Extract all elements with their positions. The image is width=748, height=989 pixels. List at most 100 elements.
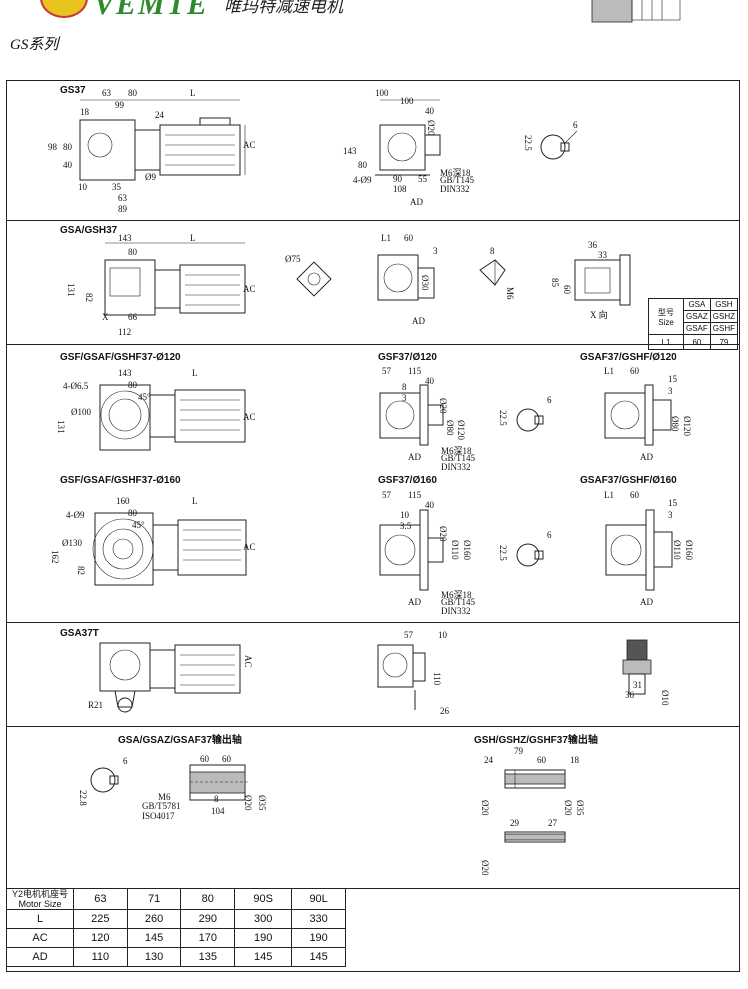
dim-label: Ø20 [243,795,253,811]
motor-cell: 145 [291,947,346,967]
dim-label: Ø120 [682,416,692,436]
dim-label: 3 [402,393,407,403]
dim-label: DIN332 [441,606,471,616]
dim-label: 6 [573,120,578,130]
dim-label: 10 [438,630,447,640]
dim-label: AC [243,284,256,294]
motor-cell: 110 [73,947,128,967]
dim-label: 104 [211,806,225,816]
brand-name-cn: 唯玛特减速电机 [224,0,343,17]
dim-label: 22.5 [498,410,508,426]
dim-label: 8 [402,382,407,392]
dim-label: X 向 [590,310,608,320]
size-table-cell: GSAF [683,322,711,335]
section-title-gsaf37-120: GSAF37/GSHF/Ø120 [580,352,677,363]
dim-label: GB/T5781 [142,801,181,811]
motor-cell: 130 [126,947,182,967]
dim-label: M6深18 [440,168,471,178]
dim-label: Ø110 [450,540,460,560]
dim-label: 63 [102,88,111,98]
dim-label: AD [640,597,653,607]
dim-label: 60 [200,754,209,764]
gsf37-120-key-view [516,408,544,432]
section-title-gsf120: GSF/GSAF/GSHF37-Ø120 [60,352,181,363]
dim-label: L1 [604,366,614,376]
dim-label: AC [243,140,256,150]
brand-logo-icon [40,0,88,18]
dim-label: 60 [537,755,546,765]
size-table-cell: 60 [683,334,711,350]
dim-label: Ø20 [438,398,448,414]
dim-label: 3.5 [400,521,412,531]
dim-label: L [190,88,196,98]
motor-cell: 135 [180,947,236,967]
header: VEMTE 唯玛特减速电机 GS系列 [0,0,748,60]
brand-name: VEMTE [94,0,210,21]
dim-label: 143 [118,368,132,378]
section-title-gsa-output-shaft: GSA/GSAZ/GSAF37输出轴 [118,735,242,746]
dim-label: 131 [56,420,66,434]
motor-cell: 300 [234,909,293,929]
dim-label: 57 [382,366,391,376]
dim-label: 63 [118,193,127,203]
section-divider [6,888,740,889]
dim-label: Ø130 [62,538,82,548]
gs37-shaft-key-view [540,130,578,160]
dim-label: 115 [408,366,422,376]
dim-label: 8 [490,246,495,256]
dim-label: 60 [222,754,231,764]
dim-label: 80 [128,247,137,257]
section-title-gsf37-120: GSF37/Ø120 [378,352,437,363]
gsf37-160-key-view [516,543,544,567]
motor-thumbnail-icon [591,0,681,23]
dim-label: R21 [88,700,104,710]
dim-label: 22.5 [498,545,508,561]
motor-cell: 225 [73,909,128,929]
section-divider [6,622,740,623]
dim-label: 80 [128,380,137,390]
motor-table-header-label: Y2电机机座号 Motor Size [6,888,74,910]
dim-label: 90 [393,174,402,184]
dim-label: 6 [547,530,552,540]
dim-label: Ø20 [438,526,448,542]
dim-label: M6深18 [441,446,472,456]
dim-label: M6 [505,287,515,300]
section-title-gsa37t: GSA37T [60,628,99,639]
dim-label: 8 [214,794,219,804]
dim-label: 115 [408,490,422,500]
dim-label: 36 [588,240,597,250]
dim-label: 85 [550,278,560,287]
dim-label: 108 [393,184,407,194]
gsa37-square-flange-view [296,261,332,297]
dim-label: Ø80 [445,420,455,436]
dim-label: AD [408,452,421,462]
dim-label: Ø160 [462,540,472,560]
drawing-frame [6,80,740,972]
motor-row-label: AD [6,947,74,967]
motor-row-label: L [6,909,74,929]
dim-label: 60 [630,490,639,500]
dim-label: 110 [432,672,442,686]
dim-label: Ø120 [456,420,466,440]
dim-label: X [102,312,109,322]
dim-label: Ø100 [71,407,91,417]
dim-label: 80 [128,88,137,98]
dim-label: ISO4017 [142,811,175,821]
dim-label: 40 [63,160,72,170]
dim-label: 160 [116,496,130,506]
dim-label: AD [410,197,423,207]
section-title-gs37: GS37 [60,85,86,96]
dim-label: GB/T145 [440,175,475,185]
dim-label: 33 [598,250,607,260]
dim-label: 66 [128,312,137,322]
dim-label: 10 [78,182,87,192]
dim-label: 100 [375,88,389,98]
dim-label: 15 [668,374,677,384]
size-table-cell: 79 [709,334,739,350]
dim-label: 6 [547,395,552,405]
dim-label: 112 [118,327,132,337]
section-title-gsa-gsh37: GSA/GSH37 [60,225,118,236]
gsf37-160-front-view [379,509,444,591]
dim-label: 143 [343,146,357,156]
dim-label: 98 [48,142,57,152]
